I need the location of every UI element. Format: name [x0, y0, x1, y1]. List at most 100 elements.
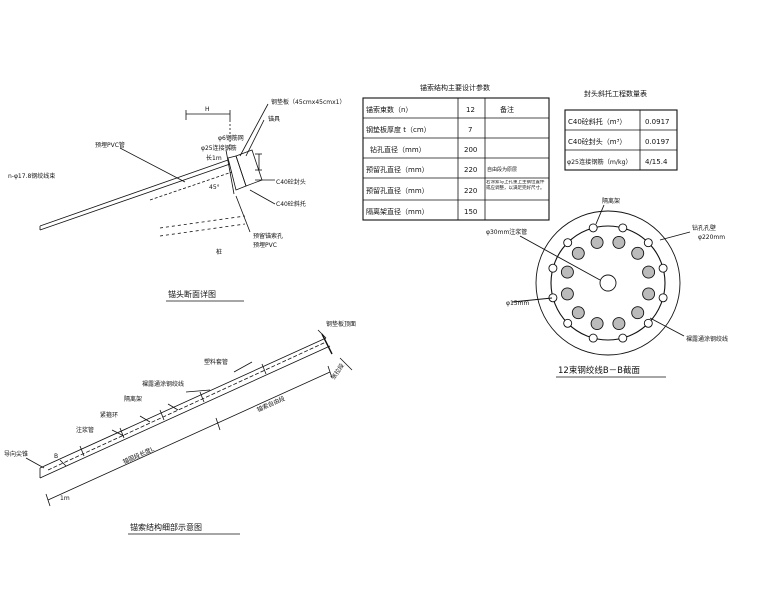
- leader-plate: [239, 103, 269, 157]
- strand-body-upper: [39, 337, 327, 469]
- label-rebar-mesh: φ6钢筋网: [218, 134, 244, 142]
- design-row-3-value: 220: [464, 166, 477, 174]
- design-row-4-note: 若涂索与上孔重上主钢位置件或应调整，以满足完好尺寸。: [486, 180, 545, 191]
- spacer-notch-11: [563, 238, 573, 248]
- strand-11: [571, 246, 585, 260]
- label-plate-top: 钢垫板顶面: [326, 320, 356, 328]
- label-bare-strand-bb: 裸露通涂钢绞线: [686, 335, 728, 343]
- strand-line-lower: [39, 163, 231, 231]
- strand-2: [631, 246, 645, 260]
- strand-group: [548, 223, 668, 343]
- design-row-1-value: 7: [468, 126, 472, 134]
- label-pvc: 预埋PVC管: [95, 141, 125, 149]
- label-pvc-pipe: 预埋PVC: [253, 241, 277, 249]
- label-anchor: 锚具: [268, 115, 280, 123]
- anchor-head-title: 锚头断面详图: [168, 289, 216, 299]
- strand-body-lower: [39, 345, 331, 479]
- anchor-block: [227, 155, 247, 191]
- label-reserved-hole: 预留锚索孔: [253, 232, 283, 240]
- spacer-notch-4: [658, 293, 668, 303]
- dim-line-total: [47, 371, 331, 501]
- strand-center-dash: [47, 341, 327, 471]
- label-anchor-section-len: 锚固段长度L: [122, 445, 156, 466]
- label-one-m: 1m: [60, 495, 70, 502]
- label-c40-head: C40砼封头: [276, 178, 306, 186]
- b-arrow: [59, 459, 67, 467]
- spacer-notch-8: [563, 318, 573, 328]
- section-bb-text: 隔离架 钻孔孔壁 φ220mm φ30mm注浆管 φ15mm 裸露通涂钢绞线 1…: [486, 197, 728, 376]
- drill-hole-circle: [535, 210, 681, 356]
- design-row-3-name: 预留孔直径（mm）: [366, 165, 429, 174]
- label-grout-pipe: 注浆管: [76, 426, 94, 434]
- spacer-1: [79, 445, 85, 457]
- spacer-notch-12: [588, 223, 598, 233]
- strand-7: [590, 317, 604, 331]
- strand-10: [560, 265, 574, 279]
- design-row-5-name: 隔离架直径（mm）: [366, 207, 429, 216]
- leader-plate-top: [317, 329, 327, 339]
- pvc-dashed: [149, 171, 233, 201]
- leader-c40-slope: [249, 189, 276, 205]
- design-table-border: [362, 97, 550, 221]
- leader-anchor: [245, 119, 265, 157]
- design-row-2-name: 钻孔直径（mm）: [370, 145, 426, 154]
- design-row-0-value: 12: [466, 106, 475, 114]
- strand-5: [631, 306, 645, 320]
- label-drill-hole: 钻孔孔壁: [692, 224, 716, 232]
- strand-line-upper: [39, 159, 229, 227]
- strand-8: [571, 306, 585, 320]
- spacer-notch-6: [618, 333, 628, 343]
- spacer-notch-1: [618, 223, 628, 233]
- label-pile: 桩: [216, 248, 222, 256]
- leader-ring: [139, 415, 151, 423]
- section-bb: [511, 204, 691, 356]
- leader-dia15: [511, 297, 553, 303]
- dim-tick-mid: [215, 417, 221, 431]
- pile-dashed-2: [159, 223, 246, 237]
- label-drill-dia: φ220mm: [698, 234, 725, 241]
- head-plate: [321, 333, 333, 355]
- pile-dashed-1: [159, 215, 246, 229]
- label-guide-cap: 导向尖锥: [4, 450, 28, 458]
- spacer-notch-9: [548, 293, 558, 303]
- label-steel-plate: 钢垫板（45cmx45cmx1）: [271, 98, 345, 106]
- leader-bare: [185, 389, 211, 393]
- leader-spacer: [167, 403, 179, 411]
- leader-drill: [659, 231, 691, 241]
- label-strand: n-φ17.8钢绞线束: [8, 172, 55, 180]
- label-length: 长1m: [206, 154, 222, 162]
- quantity-table-title: 封头斜托工程数量表: [584, 89, 647, 98]
- strand-3: [642, 265, 656, 279]
- strand-4: [642, 287, 656, 301]
- leader-plastic: [233, 361, 253, 373]
- strand-9: [560, 287, 574, 301]
- quantity-table-text: C40砼斜托（m³） 0.0917 C40砼封头（m³） 0.0197 φ25连…: [567, 117, 670, 166]
- label-connect-bar: φ25连接钢筋: [201, 144, 237, 152]
- label-plastic-pipe: 塑料套管: [204, 358, 228, 366]
- leader-guide: [25, 457, 45, 469]
- quantity-row-2-name: φ25连接钢筋（m/kg）: [567, 158, 632, 166]
- plate-line: [225, 149, 235, 195]
- strand-12: [590, 235, 604, 249]
- spacer-3: [159, 409, 165, 421]
- label-bare-strand: 裸露通涂钢绞线: [142, 380, 184, 388]
- design-table-text: 锚索束数（n） 12 备注 钢垫板厚度 t（cm） 7 钻孔直径（mm） 200…: [366, 105, 545, 216]
- leader-pvc: [119, 147, 186, 183]
- quantity-row-2-value: 4/15.4: [645, 158, 668, 166]
- leader-grout: [111, 429, 125, 437]
- design-row-2-value: 200: [464, 146, 477, 154]
- label-grout-pipe-bb: φ30mm注浆管: [486, 228, 527, 236]
- leader-grout-bb: [519, 235, 601, 281]
- design-row-5-value: 150: [464, 208, 477, 216]
- dim-tick-start: [45, 493, 51, 507]
- spacer-notch-7: [588, 333, 598, 343]
- design-row-4-value: 220: [464, 187, 477, 195]
- grout-pipe-circle: [599, 274, 617, 292]
- spacer-notch-10: [548, 263, 558, 273]
- spacer-notch-2: [643, 238, 653, 248]
- quantity-row-1-value: 0.0197: [645, 138, 670, 146]
- spacer-notch-3: [658, 263, 668, 273]
- design-row-1-name: 钢垫板厚度 t（cm）: [366, 125, 431, 134]
- quantity-row-1-name: C40砼封头（m³）: [568, 137, 626, 146]
